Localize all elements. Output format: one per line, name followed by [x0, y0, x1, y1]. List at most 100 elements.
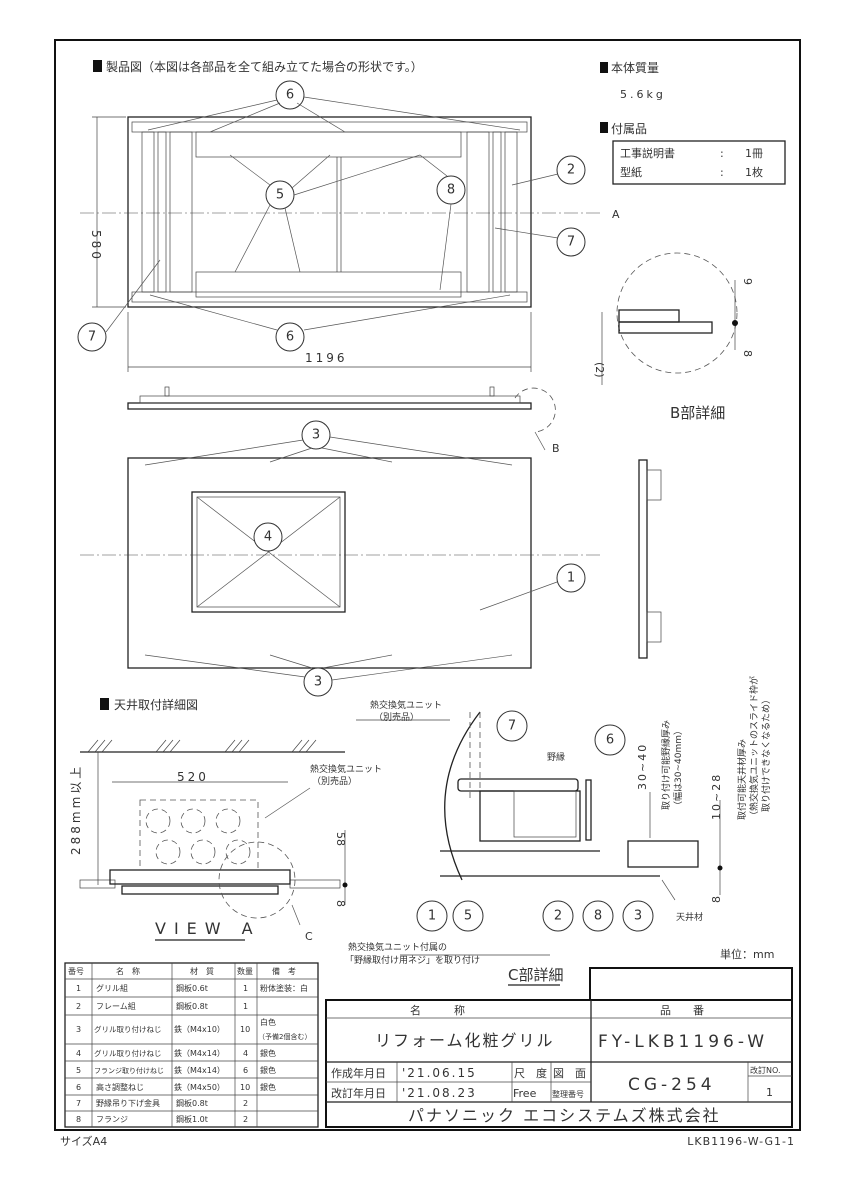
balloon-8: 8 — [436, 175, 466, 205]
product-number: FY-LKB1196-W — [598, 1032, 768, 1052]
scale-value: Free — [513, 1087, 537, 1100]
svg-text:1枚: 1枚 — [745, 165, 763, 179]
svg-text:白色: 白色 — [260, 1017, 276, 1027]
balloon-3: 3 — [622, 900, 654, 932]
svg-text:7: 7 — [76, 1099, 81, 1108]
balloon-7: 7 — [496, 710, 528, 742]
scale-label: 尺 度 — [514, 1066, 547, 1080]
svg-text:8: 8 — [76, 1115, 81, 1124]
table-row: 7 野縁吊り下げ金具 鋼板0.8t 2 — [76, 1098, 248, 1108]
balloon-3: 3 — [303, 667, 333, 697]
screw-note-1: 熱交換気ユニット付属の — [348, 941, 447, 953]
svg-text:銀色: 銀色 — [260, 1048, 276, 1058]
svg-text:3: 3 — [634, 909, 642, 924]
svg-text:グリル取り付けねじ: グリル取り付けねじ — [94, 1048, 162, 1058]
svg-text:8: 8 — [594, 909, 602, 924]
svg-text:フランジ取り付けねじ: フランジ取り付けねじ — [94, 1066, 164, 1075]
svg-text:10: 10 — [240, 1083, 250, 1092]
dimension-8: 8 — [334, 900, 347, 907]
bullet-icon — [600, 122, 608, 133]
svg-text:鉄（M4x14）: 鉄（M4x14） — [174, 1048, 225, 1058]
svg-text:6: 6 — [286, 330, 294, 345]
product-name: リフォーム化粧グリル — [375, 1031, 555, 1050]
svg-text::: : — [720, 147, 724, 160]
ceiling-detail-title: 天井取付詳細図 — [114, 697, 198, 712]
weight-value: 5.6kg — [620, 88, 666, 101]
svg-text:5: 5 — [276, 188, 284, 203]
svg-text:名 称: 名 称 — [116, 966, 140, 976]
svg-text:1: 1 — [243, 984, 248, 993]
svg-text:1冊: 1冊 — [745, 147, 763, 160]
title-block — [325, 967, 793, 1128]
svg-text:7: 7 — [567, 235, 575, 250]
leader-lines — [105, 96, 559, 681]
svg-text:粉体塗装：白: 粉体塗装：白 — [260, 983, 308, 993]
balloon-7: 7 — [77, 322, 107, 352]
clearance-dimension: 288mm以上 — [69, 764, 83, 855]
accessories-title: 付属品 — [611, 122, 647, 136]
b-dimension-9: 9 — [741, 278, 754, 285]
revision-label: 改訂NO. — [750, 1065, 781, 1075]
svg-text:2: 2 — [243, 1099, 248, 1108]
svg-text:取付可能天井材厚み: 取付可能天井材厚み — [736, 739, 748, 820]
parts-table-header: 番号 名 称 材 質 数量 備 考 — [68, 966, 296, 976]
svg-text:5: 5 — [76, 1066, 81, 1075]
svg-text:7: 7 — [508, 719, 516, 734]
svg-text:鋼板0.6t: 鋼板0.6t — [176, 983, 208, 993]
svg-text:4: 4 — [264, 530, 272, 545]
balloon-6: 6 — [275, 322, 305, 352]
section-a-marker: A — [612, 208, 620, 221]
balloon-7: 7 — [556, 227, 586, 257]
svg-text:フレーム組: フレーム組 — [96, 1001, 136, 1011]
svg-text:1: 1 — [567, 571, 575, 586]
side-view — [127, 386, 556, 451]
sheet-size: サイズA4 — [60, 1134, 107, 1148]
svg-text:グリル取り付けねじ: グリル取り付けねじ — [94, 1024, 162, 1034]
balloon-1: 1 — [556, 563, 586, 593]
svg-text:野縁吊り下げ金具: 野縁吊り下げ金具 — [96, 1098, 160, 1108]
bullet-icon — [100, 698, 109, 710]
balloon-4: 4 — [253, 522, 283, 552]
balloon-2: 2 — [556, 155, 586, 185]
svg-text:鋼板0.8t: 鋼板0.8t — [176, 1098, 208, 1108]
accessory-row: 型紙 : 1枚 — [620, 165, 763, 179]
svg-text:2: 2 — [567, 163, 575, 178]
svg-text:数量: 数量 — [237, 966, 253, 976]
company-name: パナソニック エコシステムズ株式会社 — [408, 1106, 721, 1125]
b-detail-title: B部詳細 — [670, 404, 725, 422]
c-detail-title: C部詳細 — [508, 966, 563, 984]
svg-text:鋼板0.8t: 鋼板0.8t — [176, 1001, 208, 1011]
balloon-2: 2 — [542, 900, 574, 932]
svg-text:1: 1 — [428, 909, 436, 924]
svg-text:備 考: 備 考 — [272, 966, 296, 976]
dimension-58: 58 — [334, 832, 347, 846]
unit-label-c: 熱交換気ユニット — [370, 699, 442, 711]
balloon-6: 6 — [594, 724, 626, 756]
svg-text:銀色: 銀色 — [260, 1082, 276, 1092]
c-dimension-8: 8 — [710, 896, 723, 903]
balloon-5: 5 — [265, 180, 295, 210]
height-dimension: 580 — [89, 230, 103, 262]
bullet-icon — [93, 60, 102, 72]
unit-label: 単位：mm — [720, 947, 774, 961]
svg-text:7: 7 — [88, 330, 96, 345]
svg-text:取り付けできなくなるため）: 取り付けできなくなるため） — [761, 695, 772, 812]
drawing-number: CG-254 — [628, 1075, 716, 1095]
name-header: 名 称 — [410, 1003, 465, 1017]
detail-b-marker: B — [552, 442, 560, 455]
svg-text:3: 3 — [76, 1025, 81, 1034]
svg-text:8: 8 — [447, 183, 455, 198]
noen-label: 野縁 — [547, 751, 565, 763]
svg-text:10: 10 — [240, 1025, 250, 1034]
document-id: LKB1196-W-G1-1 — [687, 1135, 795, 1148]
svg-text:高さ調整ねじ: 高さ調整ねじ — [96, 1082, 144, 1092]
detail-b-view — [601, 252, 738, 385]
view-a-section — [79, 739, 348, 941]
drawing-label: 図 面 — [553, 1067, 586, 1080]
